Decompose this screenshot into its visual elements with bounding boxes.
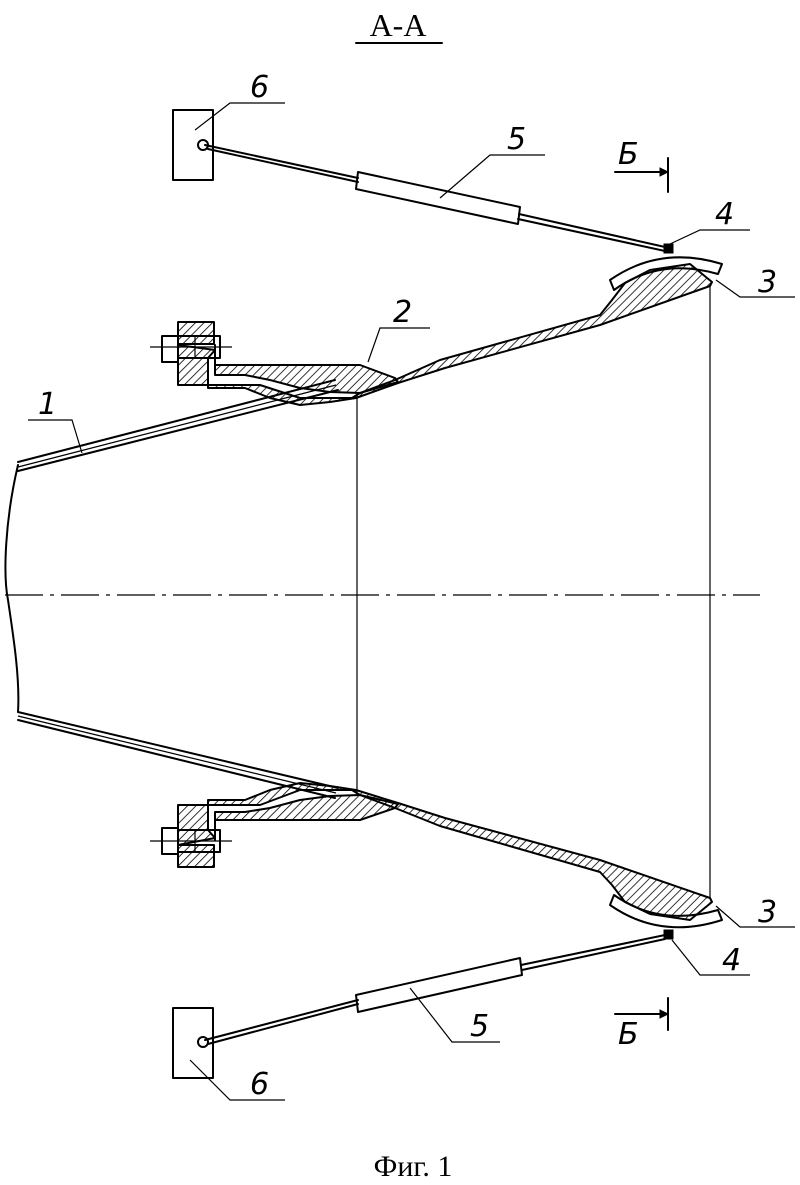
- label-3-bottom: 3: [758, 895, 777, 930]
- shoe-3-lower: [609, 894, 723, 929]
- flange-2-lower-body: [214, 794, 399, 841]
- section-mark-lower: [614, 997, 670, 1031]
- break-line: [4, 464, 20, 713]
- flange-2-lower: [177, 782, 713, 921]
- label-3-top: 3: [758, 265, 777, 300]
- flange-2-upper-body: [214, 344, 399, 394]
- bolt-lower: [150, 827, 232, 868]
- label-4-bottom: 4: [722, 943, 741, 978]
- actuator-5-lower: [204, 934, 666, 1045]
- section-label-bottom: Б: [618, 1017, 639, 1052]
- section-mark-upper: [614, 157, 670, 193]
- label-2: 2: [393, 295, 412, 330]
- figure-caption: Фиг. 1: [374, 1150, 453, 1183]
- label-5-top: 5: [507, 122, 526, 157]
- bolt-upper: [150, 321, 232, 363]
- pin-4-upper: [663, 243, 674, 254]
- bracket-6-upper: [172, 109, 214, 181]
- tube-1-lower: [17, 711, 339, 799]
- flange-2-upper: [177, 263, 713, 406]
- label-1: 1: [38, 387, 57, 422]
- section-title: А-А: [370, 7, 427, 43]
- bracket-6-lower: [172, 1007, 214, 1079]
- label-4-top: 4: [715, 197, 734, 232]
- shoe-3-upper: [609, 256, 723, 291]
- leaders: [28, 102, 795, 1101]
- tube-1-lower-inner: [17, 715, 337, 794]
- label-5-bottom: 5: [470, 1009, 489, 1044]
- section-label-top: Б: [618, 137, 639, 172]
- actuator-5-upper: [204, 144, 666, 252]
- label-6-top: 6: [250, 70, 269, 105]
- label-6-bottom: 6: [250, 1067, 269, 1102]
